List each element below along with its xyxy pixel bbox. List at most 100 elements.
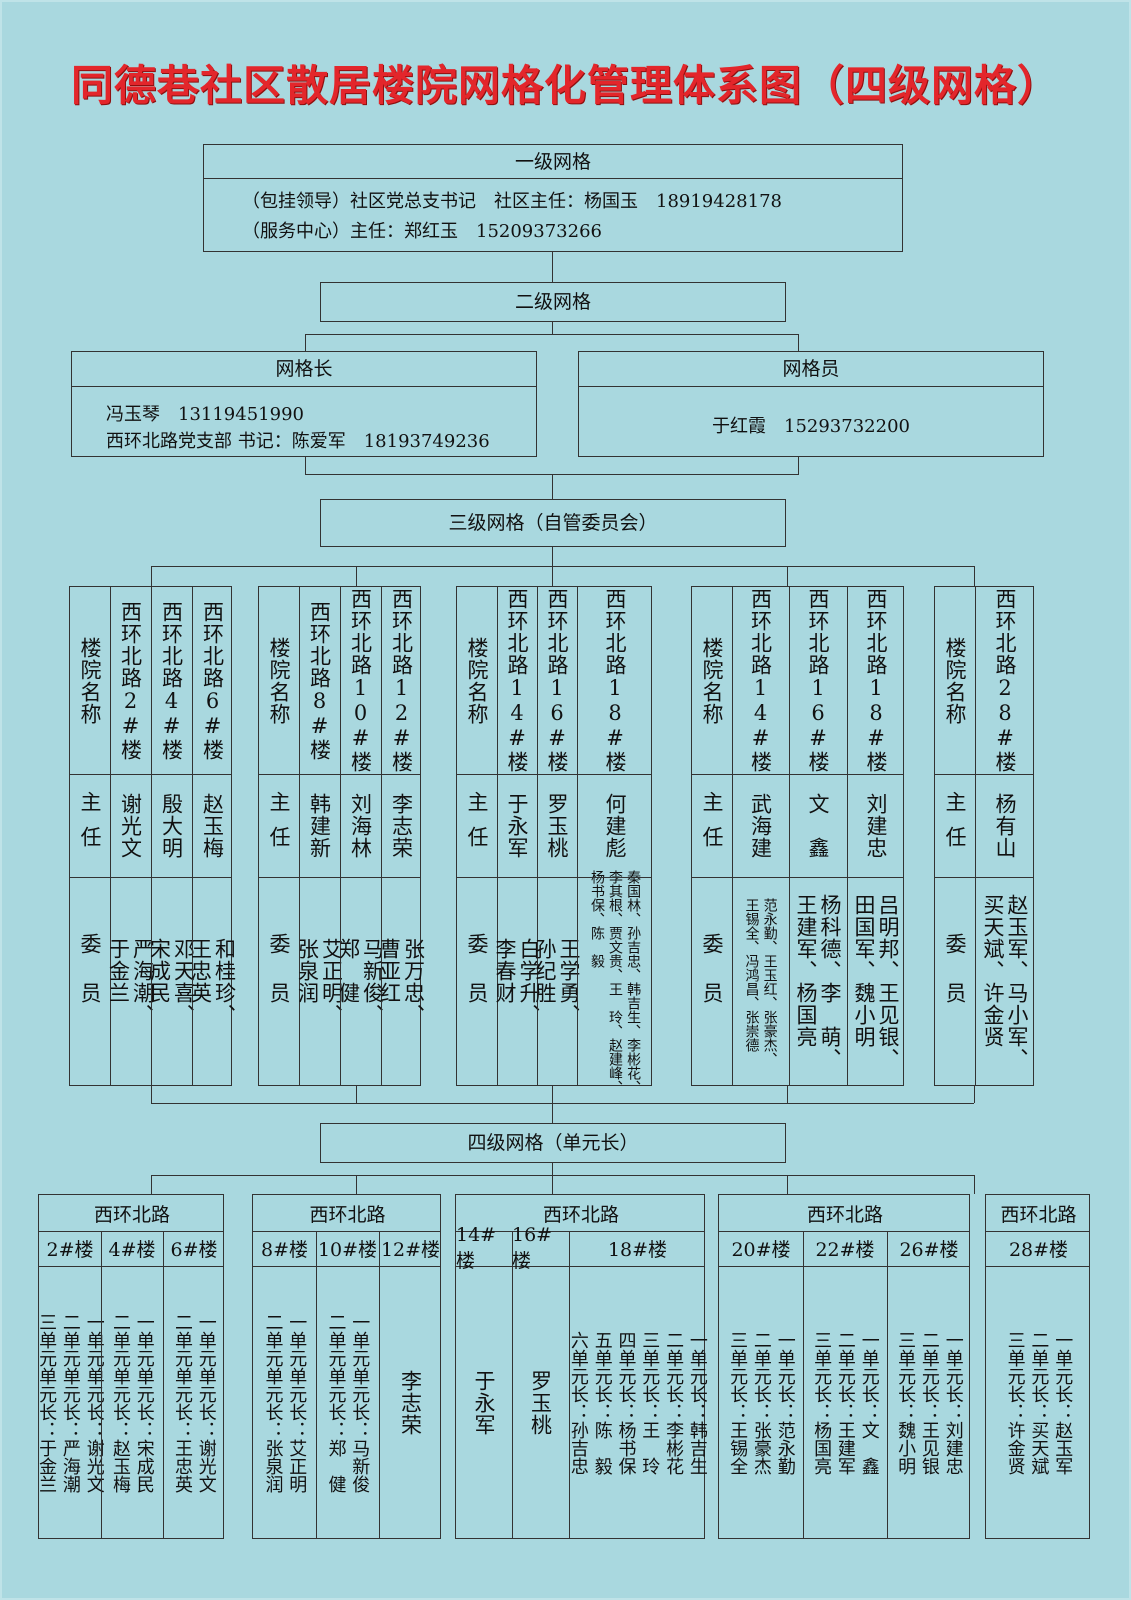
row-label: 楼院名称 <box>259 587 299 774</box>
unit-leader-text: 二单元长：李彬花 <box>663 1331 685 1475</box>
director-name-text: 刘海林 <box>348 792 373 859</box>
unit-leaders: 一单元长：文 鑫二单元长：王建军三单元长：杨国亮 <box>803 1266 887 1540</box>
col-divider <box>316 1231 317 1538</box>
building-name-text: 西环北路18#楼 <box>864 588 889 773</box>
row-label-text: 主任 <box>700 790 725 861</box>
street-name: 西环北路 <box>806 1203 883 1226</box>
row-label: 委员 <box>457 877 497 1087</box>
row-divider <box>986 1231 1089 1232</box>
members: 王学勇、孙纪胜 <box>533 877 581 1087</box>
row-label: 楼院名称 <box>692 587 732 774</box>
building-label: 20#楼 <box>731 1239 791 1261</box>
member-text: 和桂珍、 <box>212 938 237 1026</box>
building-name-text: 西环北路18#楼 <box>603 588 628 773</box>
director-name-text: 赵玉梅 <box>200 792 225 859</box>
building-name: 西环北路10#楼 <box>340 587 381 774</box>
unit-leaders: 一单元单元长：艾正明二单元单元长：张泉润 <box>253 1266 316 1540</box>
row-divider <box>935 877 1033 878</box>
level1-leader-text: （包挂领导）社区党总支书记 社区主任：杨国玉 18919428178 <box>242 191 782 212</box>
building-name-text: 西环北路2#楼 <box>118 600 143 761</box>
row-label: 委员 <box>935 877 975 1087</box>
building-name-text: 西环北路16#楼 <box>545 588 570 773</box>
row-divider <box>457 774 651 775</box>
street-name: 西环北路 <box>93 1203 170 1226</box>
member-text: 邓天喜、 <box>171 938 196 1026</box>
members: 赵玉军、马小军、买天斌、许金贤 <box>975 877 1035 1087</box>
row-label: 主任 <box>692 774 732 877</box>
director-name-text: 李志荣 <box>389 792 414 859</box>
member-columns: 吕明邦、王见银、田国军、魏小明 <box>852 894 900 1070</box>
unit-columns: 一单元单元长：马新俊二单元单元长：郑 健 <box>326 1313 371 1493</box>
row-label-text: 委员 <box>465 933 490 1031</box>
row-label-text: 委员 <box>267 933 292 1031</box>
col-divider <box>381 587 382 1085</box>
col-divider <box>577 587 578 1085</box>
unit-leader-text: 四单元长：杨书保 <box>615 1331 637 1475</box>
col-divider <box>299 587 300 1085</box>
member-text: 范永勤、王玉红、张豪杰、 <box>761 898 778 1066</box>
unit-columns: 于永军 <box>472 1370 496 1436</box>
col-divider <box>110 587 111 1085</box>
members: 吕明邦、王见银、田国军、魏小明 <box>847 877 905 1087</box>
grid-member-header: 网格员 <box>782 358 840 380</box>
col-divider <box>497 587 498 1085</box>
col-divider <box>340 587 341 1085</box>
l3-table: 楼院名称主任委员西环北路8#楼韩建新艾正明、张泉润西环北路10#楼刘海林马新俊、… <box>258 586 426 1087</box>
building-name-text: 西环北路28#楼 <box>993 588 1018 773</box>
building-label: 12#楼 <box>380 1239 441 1261</box>
unit-leaders: 一单元单元长：谢光文二单元单元长：王忠英 <box>163 1266 225 1540</box>
row-label: 委员 <box>259 877 299 1087</box>
building-name-text: 西环北路14#楼 <box>748 588 773 773</box>
unit-columns: 一单元长：赵玉军二单元长：买天斌三单元长：许金贤 <box>1005 1331 1074 1475</box>
unit-leaders: 一单元长：范永勤二单元长：张豪杰三单元长：王锡全 <box>719 1266 803 1540</box>
director-name: 刘海林 <box>340 774 381 877</box>
building-name: 西环北路4#楼 <box>151 587 192 774</box>
col-divider <box>537 587 538 1085</box>
row-label-text: 主任 <box>267 790 292 861</box>
grid-leader-box: 网格长 冯玉琴 13119451990 西环北路党支部 书记：陈爱军 18193… <box>71 351 537 457</box>
row-divider <box>456 1231 704 1232</box>
unit-columns: 罗玉桃 <box>529 1370 553 1436</box>
unit-leader-text: 二单元长：王建军 <box>834 1331 856 1475</box>
building-name: 西环北路12#楼 <box>381 587 422 774</box>
unit-leader-text: 二单元长：张豪杰 <box>750 1331 772 1475</box>
director-name: 李志荣 <box>381 774 422 877</box>
row-label: 主任 <box>70 774 110 877</box>
l3-table: 楼院名称主任委员西环北路14#楼于永军白学升、李春财西环北路16#楼罗玉桃王学勇… <box>456 586 652 1094</box>
building-label: 8#楼 <box>260 1239 308 1261</box>
street-name: 西环北路 <box>1000 1203 1077 1226</box>
building-label: 22#楼 <box>815 1239 875 1261</box>
unit-leaders: 一单元长：韩吉生二单元长：李彬花三单元长：王 玲四单元长：杨书保五单元长：陈 毅… <box>568 1266 708 1540</box>
level2-header: 二级网格 <box>320 282 786 322</box>
row-divider <box>259 774 420 775</box>
row-label-text: 楼院名称 <box>700 636 725 725</box>
members: 白学升、李春财 <box>493 877 541 1087</box>
row-divider <box>935 774 1033 775</box>
director-name: 武海建 <box>732 774 789 877</box>
row-divider <box>986 1266 1089 1267</box>
member-columns: 王学勇、孙纪胜 <box>533 938 581 1026</box>
building-name: 西环北路8#楼 <box>299 587 340 774</box>
unit-leader-text: 三单元长：魏小明 <box>895 1331 917 1475</box>
unit-leader-text: 三单元长：王 玲 <box>639 1331 661 1475</box>
director-name-text: 杨有山 <box>993 792 1018 859</box>
building-label: 14#楼 <box>456 1224 497 1272</box>
unit-leaders: 于永军 <box>456 1266 512 1540</box>
member-text: 艾正明、 <box>319 938 344 1026</box>
level1-box: 一级网格 （包挂领导）社区党总支书记 社区主任：杨国玉 18919428178 … <box>203 144 903 252</box>
unit-leader-text: 二单元单元长：王忠英 <box>172 1313 193 1493</box>
l3-table: 楼院名称主任委员西环北路28#楼杨有山赵玉军、马小军、买天斌、许金贤 <box>934 586 1034 1086</box>
director-name: 谢光文 <box>110 774 151 877</box>
director-name: 文 鑫 <box>789 774 847 877</box>
director-name-text: 于永军 <box>505 792 530 859</box>
member-text: 杨科德、李 萌、 <box>818 894 843 1070</box>
director-name-text: 刘建忠 <box>864 792 889 859</box>
row-label-text: 主任 <box>78 790 103 861</box>
member-text: 买天斌、许金贤 <box>981 894 1005 1048</box>
row-label-text: 主任 <box>465 790 490 861</box>
street-name: 西环北路 <box>542 1203 619 1226</box>
row-label: 楼院名称 <box>935 587 975 774</box>
col-divider <box>151 587 152 1085</box>
